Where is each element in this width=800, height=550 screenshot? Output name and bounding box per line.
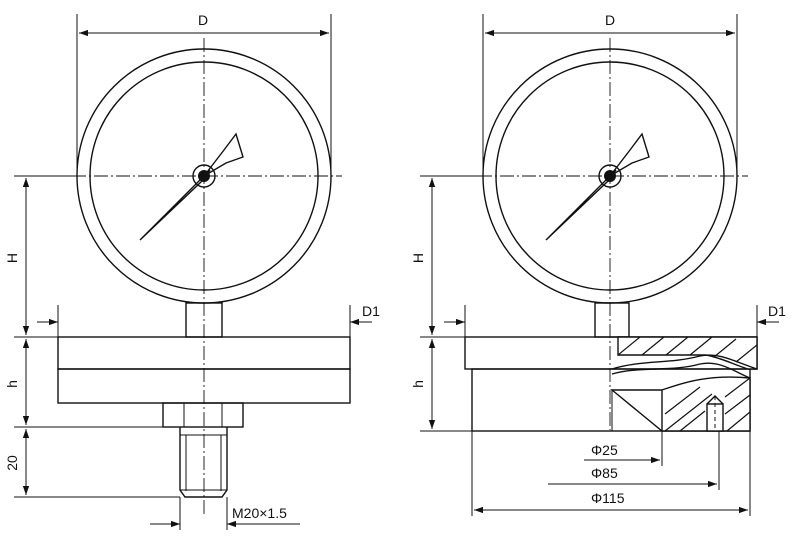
left-dim-20-label: 20	[4, 455, 20, 471]
left-dim-20: 20	[4, 429, 180, 498]
right-gauge-needle	[545, 132, 650, 241]
right-view: D H h D1 Φ25 Φ8	[410, 12, 786, 516]
left-view: D H h 20 D1	[4, 12, 380, 530]
right-dim-h: H h	[410, 175, 483, 432]
left-dim-d-label: D	[198, 12, 208, 28]
right-dim-h-upper-label: H	[410, 253, 426, 263]
left-dim-d1-label: D1	[362, 303, 380, 319]
left-dim-d: D	[76, 12, 332, 176]
right-gauge-stem	[594, 302, 630, 338]
left-dim-h-upper-label: H	[4, 253, 20, 263]
right-dim-phi85-label: Φ85	[591, 465, 618, 481]
right-dim-d: D	[482, 12, 738, 176]
left-dim-thread-label: M20×1.5	[232, 505, 287, 521]
right-section-view	[610, 336, 758, 432]
left-gauge-needle	[139, 132, 244, 241]
right-dim-phi85: Φ85	[548, 431, 720, 490]
left-dim-d1: D1	[37, 303, 380, 337]
left-threaded-connector	[179, 427, 228, 498]
left-dim-thread: M20×1.5	[150, 497, 300, 530]
right-dim-phi25: Φ25	[584, 431, 663, 466]
left-dim-h-lower-label: h	[4, 380, 20, 388]
right-dim-d-label: D	[605, 12, 615, 28]
right-dim-h-lower-label: h	[410, 380, 426, 388]
right-dim-phi115: Φ115	[471, 431, 751, 516]
left-hex-nut	[162, 402, 244, 428]
left-dim-h: H h	[4, 175, 163, 428]
right-dim-phi115-label: Φ115	[591, 490, 625, 506]
right-dim-phi25-label: Φ25	[591, 442, 618, 458]
left-center-lines	[72, 38, 342, 515]
right-dim-d1-label: D1	[768, 303, 786, 319]
right-dim-d1: D1	[444, 303, 786, 337]
